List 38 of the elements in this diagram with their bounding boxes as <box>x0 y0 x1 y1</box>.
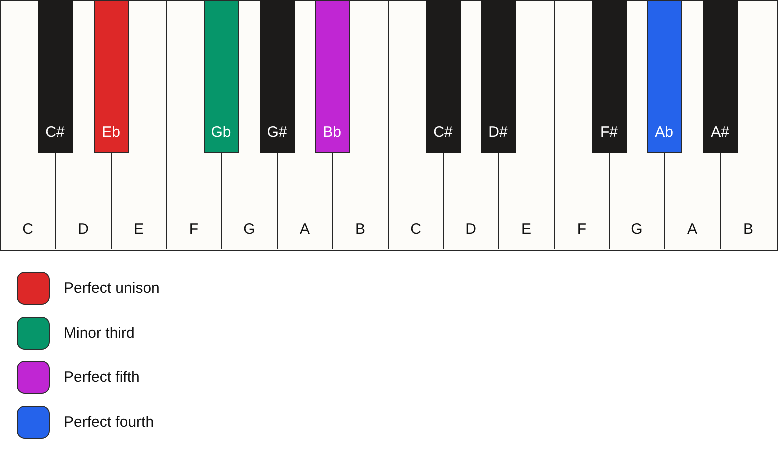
accidental-key <box>702 0 738 152</box>
note-label: D <box>466 221 476 239</box>
note-label: Eb <box>102 124 120 142</box>
accidental-key <box>426 0 461 152</box>
note-label: F# <box>600 124 618 142</box>
legend-label: Perfect fourth <box>64 412 154 432</box>
accidental-key <box>38 0 73 152</box>
highlighted-accidental-key <box>646 0 682 152</box>
legend-label: Perfect fifth <box>64 368 140 387</box>
note-label: A# <box>711 124 730 142</box>
note-label: C# <box>46 124 65 142</box>
note-label: E <box>521 221 532 239</box>
note-label: B <box>743 221 754 239</box>
note-label: C <box>410 221 422 239</box>
note-label: Ab <box>655 124 674 142</box>
highlighted-accidental-key <box>94 0 129 152</box>
note-label: D# <box>488 124 508 142</box>
note-label: F <box>577 221 587 239</box>
legend-label: Perfect unison <box>64 279 160 298</box>
note-label: Gb <box>211 124 232 142</box>
note-label: A <box>687 221 698 239</box>
note-label: C# <box>434 124 453 142</box>
note-label: D <box>78 221 89 239</box>
note-label: G# <box>267 124 288 142</box>
note-label: C <box>22 221 34 239</box>
note-label: G <box>631 221 643 239</box>
note-label: E <box>134 221 144 239</box>
accidental-key <box>480 0 516 152</box>
highlighted-accidental-key <box>204 0 239 152</box>
accidental-key <box>260 0 295 152</box>
note-label: A <box>300 221 310 239</box>
note-label: G <box>244 221 256 239</box>
note-label: Bb <box>323 124 342 142</box>
accidental-key <box>592 0 627 152</box>
note-label: B <box>355 221 366 239</box>
highlighted-accidental-key <box>314 0 350 152</box>
legend-label: Minor third <box>64 324 135 342</box>
note-label: F <box>189 221 199 239</box>
